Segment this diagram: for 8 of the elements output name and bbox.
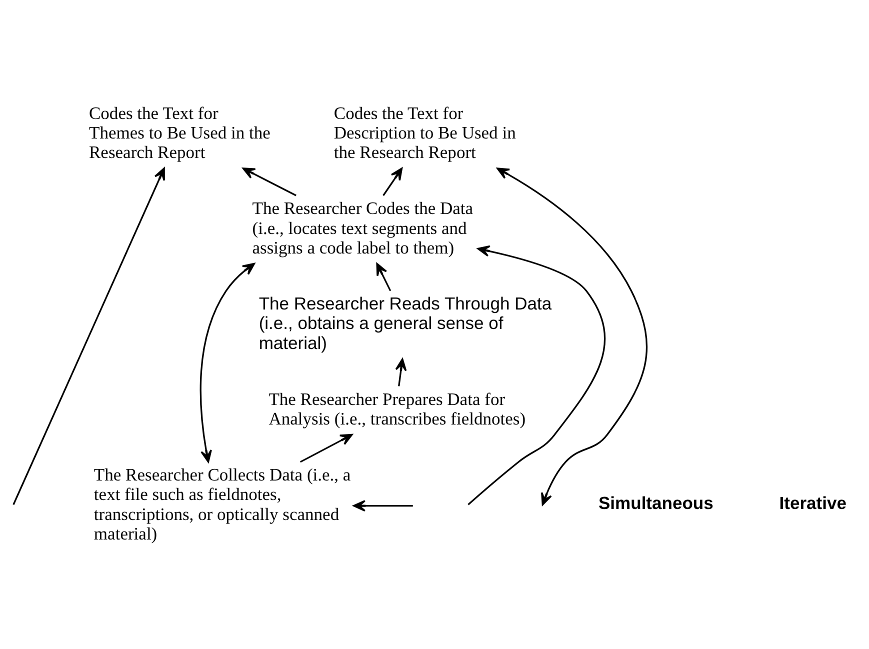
node-text: The Researcher Prepares Data for Analysis (i.e., transcribes fieldnotes) <box>268 388 526 428</box>
label: Simultaneous <box>598 492 714 512</box>
node-text: The Researcher Collects Data (i.e., a text file such as fieldnotes, transcriptions, or optically scanned material) <box>94 464 351 544</box>
label: Iterative <box>779 492 846 512</box>
node-text: The Researcher Reads Through Data (i.e., obtains a general sense of material) <box>258 292 552 352</box>
node-text: Codes the Text for Themes to Be Used in the Research Report <box>89 102 270 162</box>
node-text: Codes the Text for Description to Be Used in the Research Report <box>334 102 516 162</box>
node-text: The Researcher Codes the Data (i.e., locates text segments and assigns a code label to them) <box>252 198 474 258</box>
